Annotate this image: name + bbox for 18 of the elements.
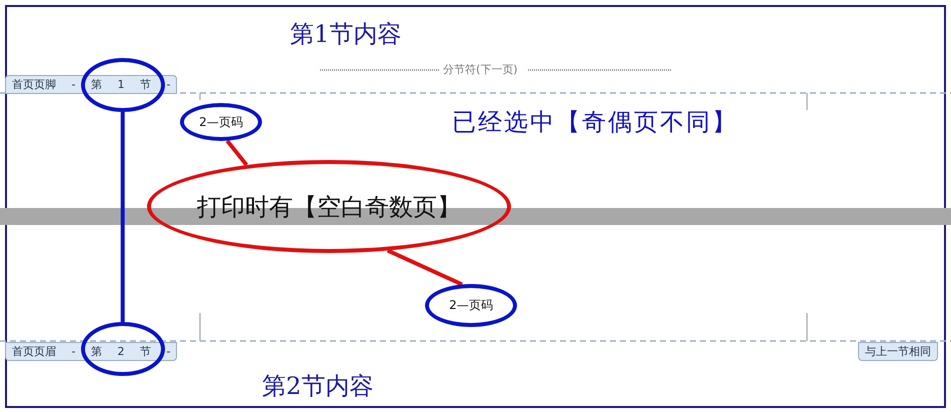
connector-line [226, 140, 248, 166]
circle-mark [81, 58, 165, 112]
annotation-text: 2—页码 [449, 297, 493, 314]
section-heading: 第1节内容 [290, 19, 402, 50]
annotation-text: 已经选中【奇偶页不同】 [452, 107, 738, 138]
annotation-text: 2—页码 [199, 114, 243, 130]
callout-ellipse [147, 160, 511, 253]
connector-line [386, 248, 463, 286]
annotation-text: 打印时有【空白奇数页】 [197, 192, 461, 222]
header-tab: 首页页眉 - 第 2 节 - [5, 342, 178, 361]
section-break-marker: 分节符(下一页) [443, 62, 518, 77]
footer-tab: 首页页脚 - 第 1 节 - [5, 75, 178, 94]
section-heading: 第2节内容 [262, 371, 374, 402]
circle-mark [81, 322, 165, 376]
link-tab: 与上一节相同 [858, 342, 938, 361]
callout-ellipse [180, 103, 262, 141]
connector-line [120, 112, 125, 322]
callout-ellipse [425, 284, 517, 327]
